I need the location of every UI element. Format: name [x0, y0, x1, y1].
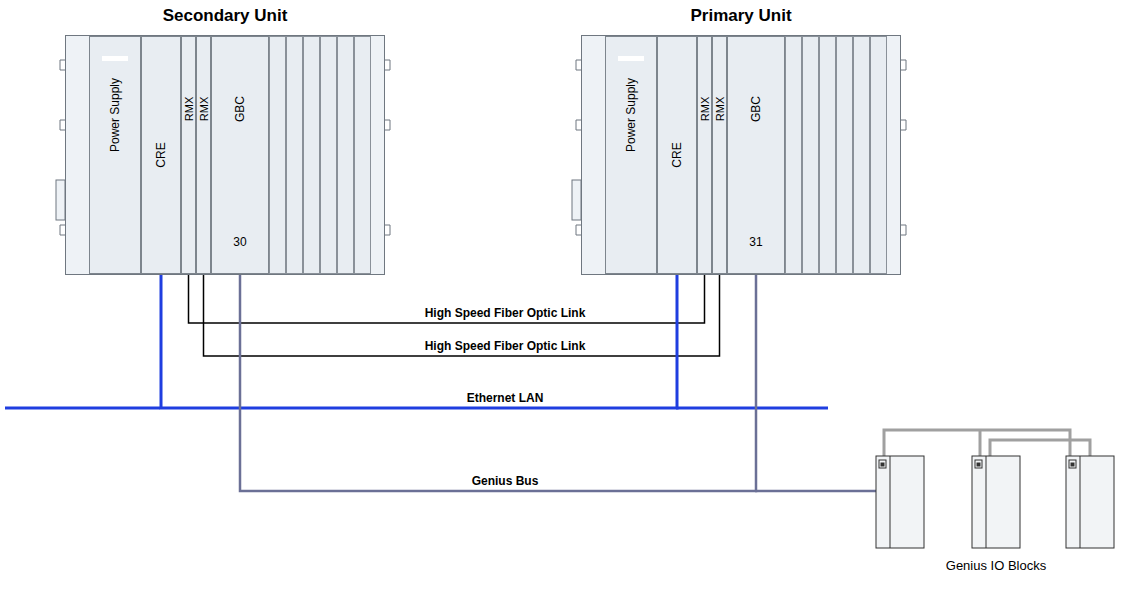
module-name: RMX	[699, 97, 711, 121]
cpu-slot: CRE	[657, 36, 697, 274]
link-line	[204, 274, 720, 356]
group-caption: Genius IO Blocks	[946, 558, 1046, 573]
lan-extension	[676, 407, 828, 410]
module-name: GBC	[749, 96, 763, 122]
gbc-slot: GBC 30	[211, 36, 269, 274]
rmx-slot: RMX	[181, 36, 196, 274]
empty-slot	[354, 36, 371, 274]
status-bar	[102, 56, 128, 61]
rack-unit: Primary UnitPower SupplyCRERMXRMXGBC31	[581, 35, 901, 275]
rack-unit: Secondary UnitPower SupplyCRERMXRMXGBC30	[65, 35, 385, 275]
module-name: CRE	[670, 142, 684, 167]
lan-extension	[5, 407, 160, 410]
module-name: RMX	[198, 97, 210, 121]
module-name: Power Supply	[108, 78, 122, 152]
empty-slot	[320, 36, 337, 274]
empty-slot	[819, 36, 836, 274]
rmx-slot: RMX	[712, 36, 727, 274]
empty-slot	[785, 36, 802, 274]
empty-slot	[870, 36, 887, 274]
bus-address: 30	[212, 235, 268, 249]
bus-extension	[755, 490, 876, 493]
unit-heading: Secondary Unit	[66, 6, 384, 26]
module-name: RMX	[714, 97, 726, 121]
cpu-slot: CRE	[141, 36, 181, 274]
io-chain-wires	[884, 430, 1090, 458]
bus-address: 31	[728, 235, 784, 249]
power-supply-slot: Power Supply	[605, 36, 657, 274]
empty-slot	[853, 36, 870, 274]
link-label: Genius Bus	[469, 474, 542, 488]
empty-slot	[303, 36, 320, 274]
rmx-slot: RMX	[697, 36, 712, 274]
empty-slot	[337, 36, 354, 274]
genius-io-blocks	[876, 456, 1114, 548]
link-line	[161, 274, 677, 408]
gbc-slot: GBC 31	[727, 36, 785, 274]
link-label: High Speed Fiber Optic Link	[422, 306, 589, 320]
empty-slot	[836, 36, 853, 274]
unit-heading: Primary Unit	[582, 6, 900, 26]
rmx-slot: RMX	[196, 36, 211, 274]
link-line	[240, 274, 756, 491]
module-name: CRE	[154, 142, 168, 167]
link-label: High Speed Fiber Optic Link	[422, 339, 589, 353]
link-label: Ethernet LAN	[464, 391, 547, 405]
empty-slot	[269, 36, 286, 274]
empty-slot	[802, 36, 819, 274]
power-supply-slot: Power Supply	[89, 36, 141, 274]
link-line	[189, 274, 705, 323]
module-name: GBC	[233, 96, 247, 122]
status-bar	[618, 56, 644, 61]
module-name: RMX	[183, 97, 195, 121]
module-name: Power Supply	[624, 78, 638, 152]
empty-slot	[286, 36, 303, 274]
